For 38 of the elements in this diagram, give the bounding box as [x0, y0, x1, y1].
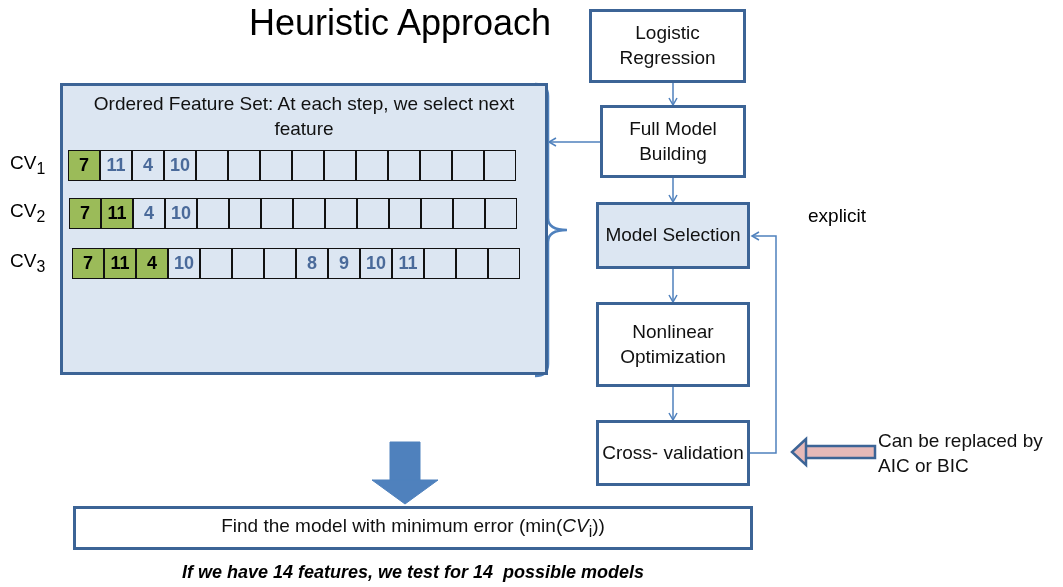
arrow [668, 82, 678, 106]
process-box: Full Model Building [600, 105, 746, 178]
process-box: Logistic Regression [589, 9, 746, 83]
feature-cell: 11 [392, 248, 424, 279]
feature-cell: 7 [69, 198, 101, 229]
feature-cell: 4 [136, 248, 168, 279]
arrow [749, 231, 777, 454]
caption: If we have 14 features, we test for 14 possible models [180, 562, 646, 583]
slide-title: Heuristic Approach [247, 2, 553, 44]
result-box: Find the model with minimum error (min(CV$_{i}$)) [73, 506, 753, 550]
arrow [548, 137, 601, 147]
feature-cell: 8 [296, 248, 328, 279]
feature-cell: 10 [165, 198, 197, 229]
block-arrow [371, 441, 439, 505]
row-label: CV$_{2}$ [10, 200, 46, 226]
row-label: CV$_{3}$ [10, 250, 46, 276]
feature-cell: 11 [100, 150, 132, 181]
feature-cell: 7 [68, 150, 100, 181]
arrow [668, 268, 678, 303]
arrow [668, 386, 678, 421]
block-arrow [790, 436, 877, 468]
feature-cell: 10 [164, 150, 196, 181]
process-box: Cross- validation [596, 420, 750, 486]
process-box: Nonlinear Optimization [596, 302, 750, 387]
feature-cell: 9 [328, 248, 360, 279]
process-box: Model Selection [596, 202, 750, 269]
panel-heading: Ordered Feature Set: At each step, we select next feature [92, 92, 516, 141]
feature-cell: 4 [132, 150, 164, 181]
feature-cell: 7 [72, 248, 104, 279]
feature-cell: 4 [133, 198, 165, 229]
arrow [668, 177, 678, 203]
note-text: explicit [808, 205, 867, 227]
row-label: CV$_{1}$ [10, 152, 46, 178]
feature-cell: 11 [104, 248, 136, 279]
feature-cell: 10 [168, 248, 200, 279]
note-text: Can be replaced by AIC or BIC [878, 428, 1063, 480]
feature-cell: 11 [101, 198, 133, 229]
feature-cell: 10 [360, 248, 392, 279]
